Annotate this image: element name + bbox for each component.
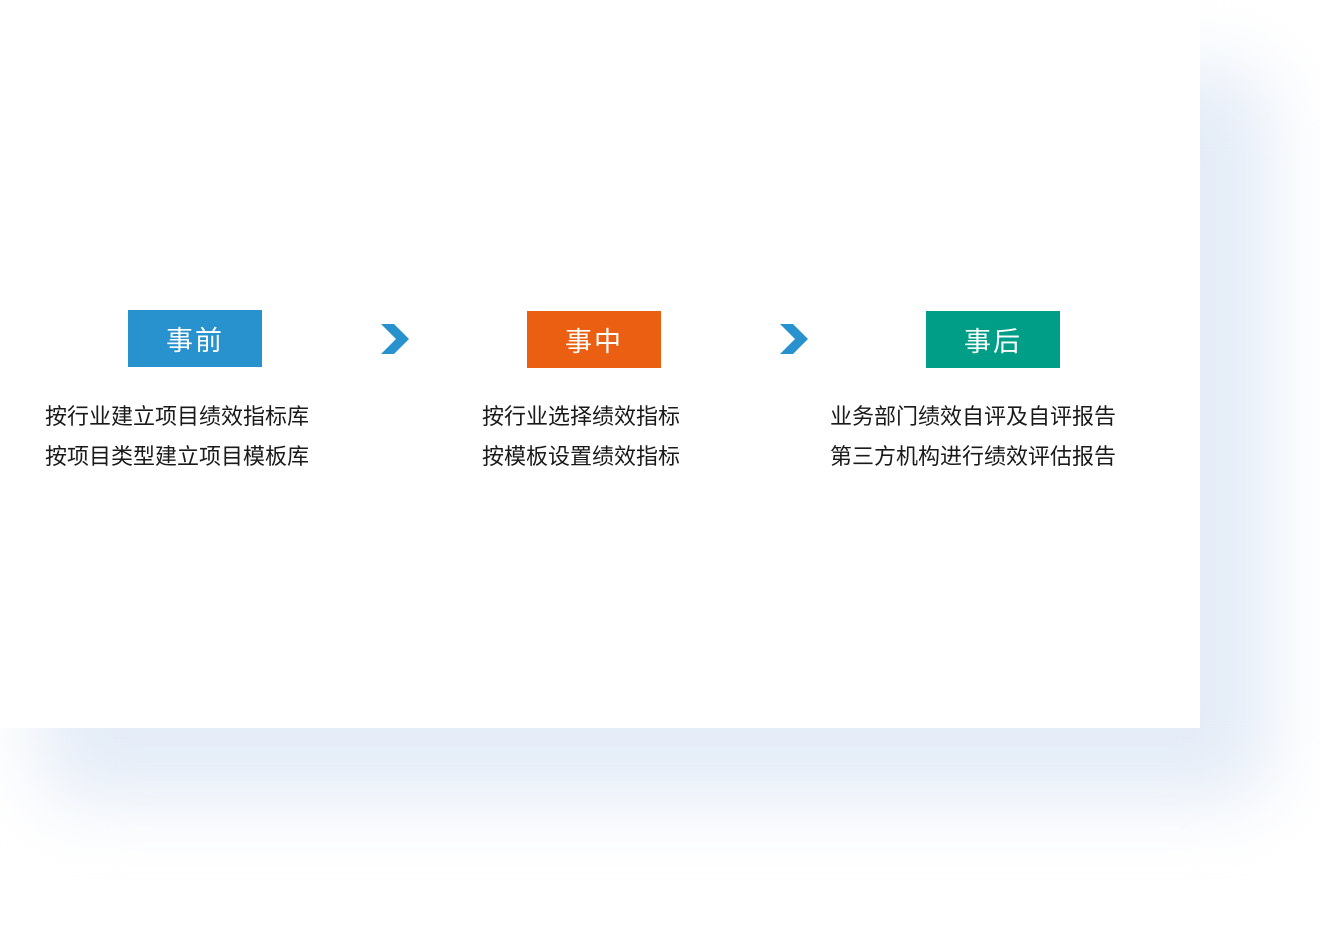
stage-after-line-1: 业务部门绩效自评及自评报告 <box>830 405 1117 430</box>
stage-during-line-1: 按行业选择绩效指标 <box>482 405 681 430</box>
process-card: 事前 按行业建立项目绩效指标库 按项目类型建立项目模板库 事中 按行业选择绩效指… <box>45 310 1156 478</box>
stage-after-line-2: 第三方机构进行绩效评估报告 <box>830 445 1117 470</box>
stage-after-box: 事后 <box>926 311 1060 368</box>
stage-during-description: 按行业选择绩效指标 按模板设置绩效指标 <box>482 398 708 478</box>
stage-before-box: 事前 <box>128 310 262 367</box>
stage-before-description: 按行业建立项目绩效指标库 按项目类型建立项目模板库 <box>45 398 345 478</box>
stage-before-line-2: 按项目类型建立项目模板库 <box>45 445 310 470</box>
stage-after-description: 业务部门绩效自评及自评报告 第三方机构进行绩效评估报告 <box>830 398 1156 478</box>
stage-during-label: 事中 <box>565 327 623 358</box>
stage-after-label: 事后 <box>964 327 1022 358</box>
stage-during-box: 事中 <box>527 311 661 368</box>
stage-before-line-1: 按行业建立项目绩效指标库 <box>45 405 310 430</box>
chevron-right-icon <box>780 324 808 354</box>
stage-during-line-2: 按模板设置绩效指标 <box>482 445 681 470</box>
stage-before-label: 事前 <box>166 326 224 357</box>
chevron-right-icon <box>381 324 409 354</box>
